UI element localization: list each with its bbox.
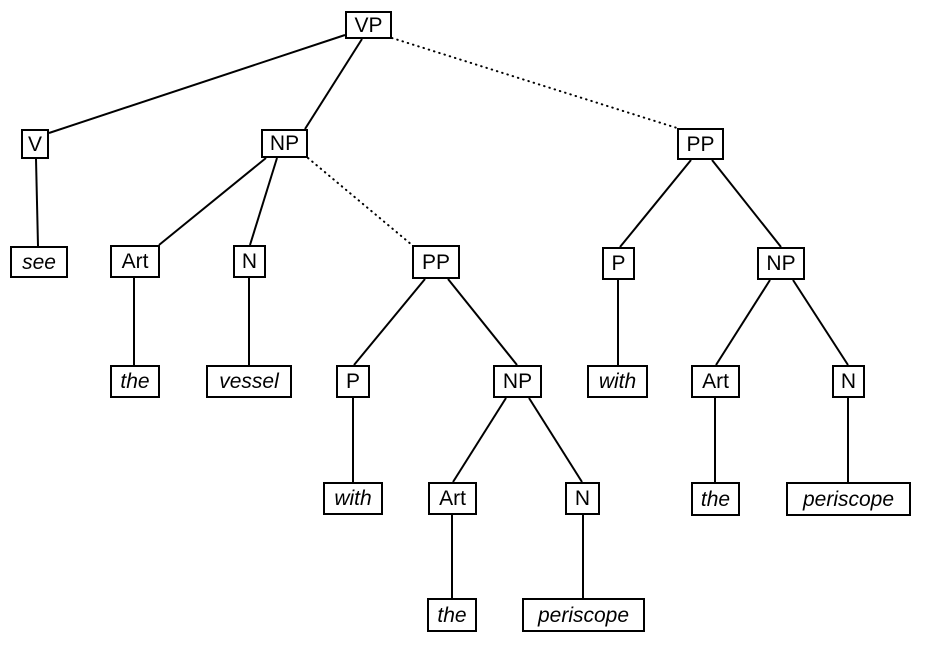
- tree-node-art_mid[interactable]: Art: [428, 482, 477, 515]
- tree-node-np_mid[interactable]: NP: [493, 365, 542, 398]
- tree-edge-pp-right-p-right: [619, 159, 692, 248]
- tree-edge-np-mid-n-mid: [528, 397, 583, 483]
- tree-node-n_right[interactable]: N: [832, 365, 865, 398]
- tree-node-p_mid[interactable]: P: [336, 365, 370, 398]
- tree-edge-pp-right-np-right: [711, 159, 782, 248]
- tree-node-np_right[interactable]: NP: [757, 247, 805, 280]
- tree-edge-np1-n1: [249, 157, 278, 246]
- tree-leaf-peri_right[interactable]: periscope: [786, 482, 911, 516]
- tree-edge-vp-v: [48, 34, 346, 134]
- tree-node-vp[interactable]: VP: [345, 11, 392, 39]
- tree-edge-pp-mid-np-mid: [447, 278, 518, 366]
- tree-edge-vp-np1: [304, 38, 363, 130]
- tree-leaf-the1[interactable]: the: [110, 365, 160, 398]
- tree-leaf-the_right[interactable]: the: [691, 482, 740, 516]
- tree-node-n_mid[interactable]: N: [565, 482, 600, 515]
- tree-edge-np-right-art-right: [715, 279, 771, 366]
- tree-leaf-with_right[interactable]: with: [587, 365, 648, 398]
- tree-node-art1[interactable]: Art: [110, 245, 160, 278]
- tree-edge-np1-pp-mid: [307, 157, 413, 246]
- tree-edge-v-see: [35, 158, 39, 247]
- tree-leaf-vessel[interactable]: vessel: [206, 365, 292, 398]
- tree-leaf-peri_mid[interactable]: periscope: [522, 598, 645, 632]
- tree-leaf-with_mid[interactable]: with: [323, 482, 383, 515]
- tree-edge-np-mid-art-mid: [452, 397, 507, 483]
- tree-node-n1[interactable]: N: [233, 245, 266, 278]
- tree-node-np1[interactable]: NP: [261, 129, 308, 158]
- tree-edge-np1-art1: [158, 157, 267, 246]
- tree-edge-np-right-n-right: [792, 279, 849, 366]
- tree-node-pp_right[interactable]: PP: [677, 128, 724, 160]
- tree-node-art_right[interactable]: Art: [691, 365, 740, 398]
- tree-leaf-the_mid[interactable]: the: [427, 598, 477, 632]
- tree-node-p_right[interactable]: P: [602, 247, 635, 280]
- tree-edge-vp-pp-right: [391, 37, 678, 129]
- tree-node-pp_mid[interactable]: PP: [412, 245, 460, 279]
- tree-node-v[interactable]: V: [21, 129, 49, 159]
- tree-leaf-see[interactable]: see: [10, 246, 68, 278]
- tree-edge-pp-mid-p-mid: [353, 278, 426, 366]
